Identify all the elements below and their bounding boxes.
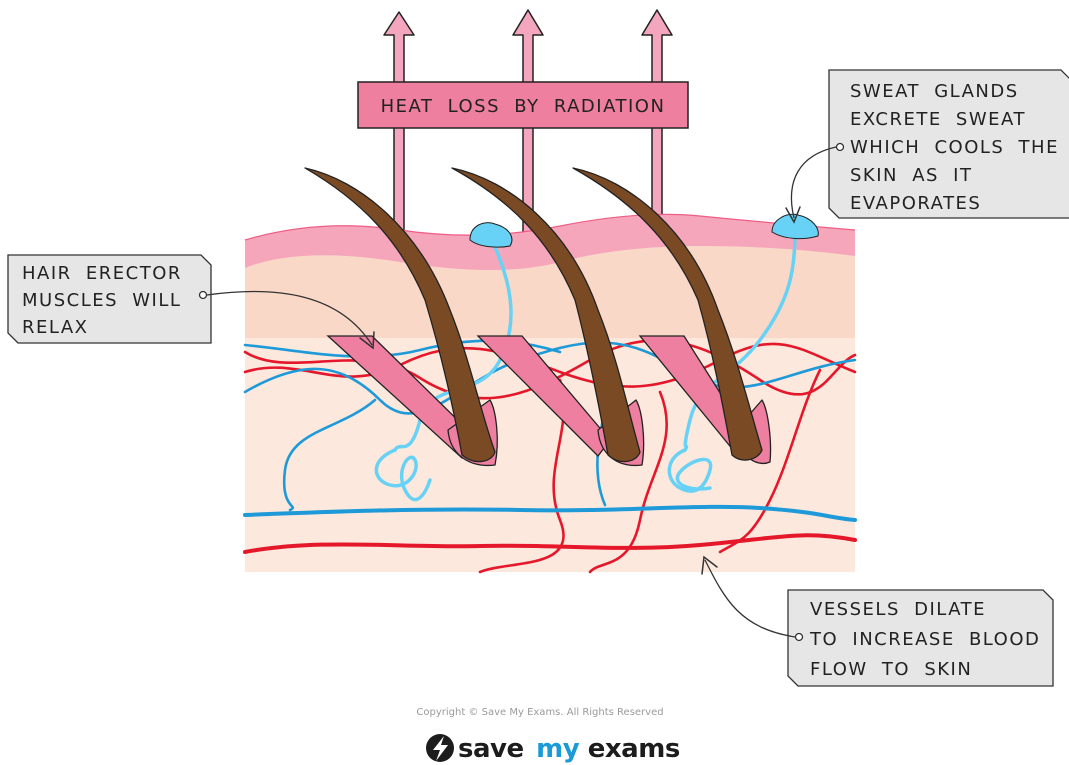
brand-logo: save my exams <box>426 734 680 764</box>
banner-text: HEAT LOSS BY RADIATION <box>381 96 666 117</box>
hair-label-line-1: HAIR ERECTOR <box>22 263 182 284</box>
label-sweat-glands: SWEAT GLANDS EXCRETE SWEAT WHICH COOLS T… <box>786 70 1069 222</box>
sweat-label-line-1: SWEAT GLANDS <box>850 81 1019 102</box>
sweat-label-line-4: SKIN AS IT <box>850 165 973 186</box>
hair-label-line-2: MUSCLES WILL <box>22 290 181 311</box>
svg-text:FLOW TO SKIN: FLOW TO SKIN <box>810 659 972 680</box>
brand-my: my <box>536 734 580 764</box>
copyright-text: Copyright © Save My Exams. All Rights Re… <box>416 707 663 718</box>
svg-text:HAIR ERECTOR: HAIR ERECTOR <box>22 263 182 284</box>
hair-label-line-3: RELAX <box>22 317 88 338</box>
heat-loss-banner: HEAT LOSS BY RADIATION <box>358 82 688 128</box>
vessels-label-pointer-dot <box>796 634 803 641</box>
brand-exams: exams <box>588 734 680 764</box>
vessels-label-line-3: FLOW TO SKIN <box>810 659 972 680</box>
svg-text:WHICH COOLS THE: WHICH COOLS THE <box>850 137 1059 158</box>
hair-label-pointer-dot <box>200 292 207 299</box>
sweat-label-line-5: EVAPORATES <box>850 193 981 214</box>
vessels-label-line-2: TO INCREASE BLOOD <box>809 629 1040 650</box>
svg-text:save my exams: save my exams <box>458 734 680 764</box>
svg-text:RELAX: RELAX <box>22 317 88 338</box>
svg-text:MUSCLES WILL: MUSCLES WILL <box>22 290 181 311</box>
sweat-label-line-3: WHICH COOLS THE <box>850 137 1059 158</box>
svg-text:EVAPORATES: EVAPORATES <box>850 193 981 214</box>
vessels-label-line-1: VESSELS DILATE <box>810 599 986 620</box>
brand-save: save <box>458 734 524 764</box>
footer: Copyright © Save My Exams. All Rights Re… <box>416 707 679 764</box>
svg-text:VESSELS DILATE: VESSELS DILATE <box>810 599 986 620</box>
sweat-label-pointer-dot <box>837 144 844 151</box>
svg-text:TO INCREASE BLOOD: TO INCREASE BLOOD <box>809 629 1040 650</box>
sweat-label-line-2: EXCRETE SWEAT <box>850 109 1026 130</box>
svg-text:SWEAT GLANDS: SWEAT GLANDS <box>850 81 1019 102</box>
label-vessels-dilate: VESSELS DILATE TO INCREASE BLOOD FLOW TO… <box>702 557 1053 686</box>
svg-text:SKIN AS IT: SKIN AS IT <box>850 165 973 186</box>
sweat-droplet-left <box>470 223 512 247</box>
svg-text:EXCRETE SWEAT: EXCRETE SWEAT <box>850 109 1026 130</box>
